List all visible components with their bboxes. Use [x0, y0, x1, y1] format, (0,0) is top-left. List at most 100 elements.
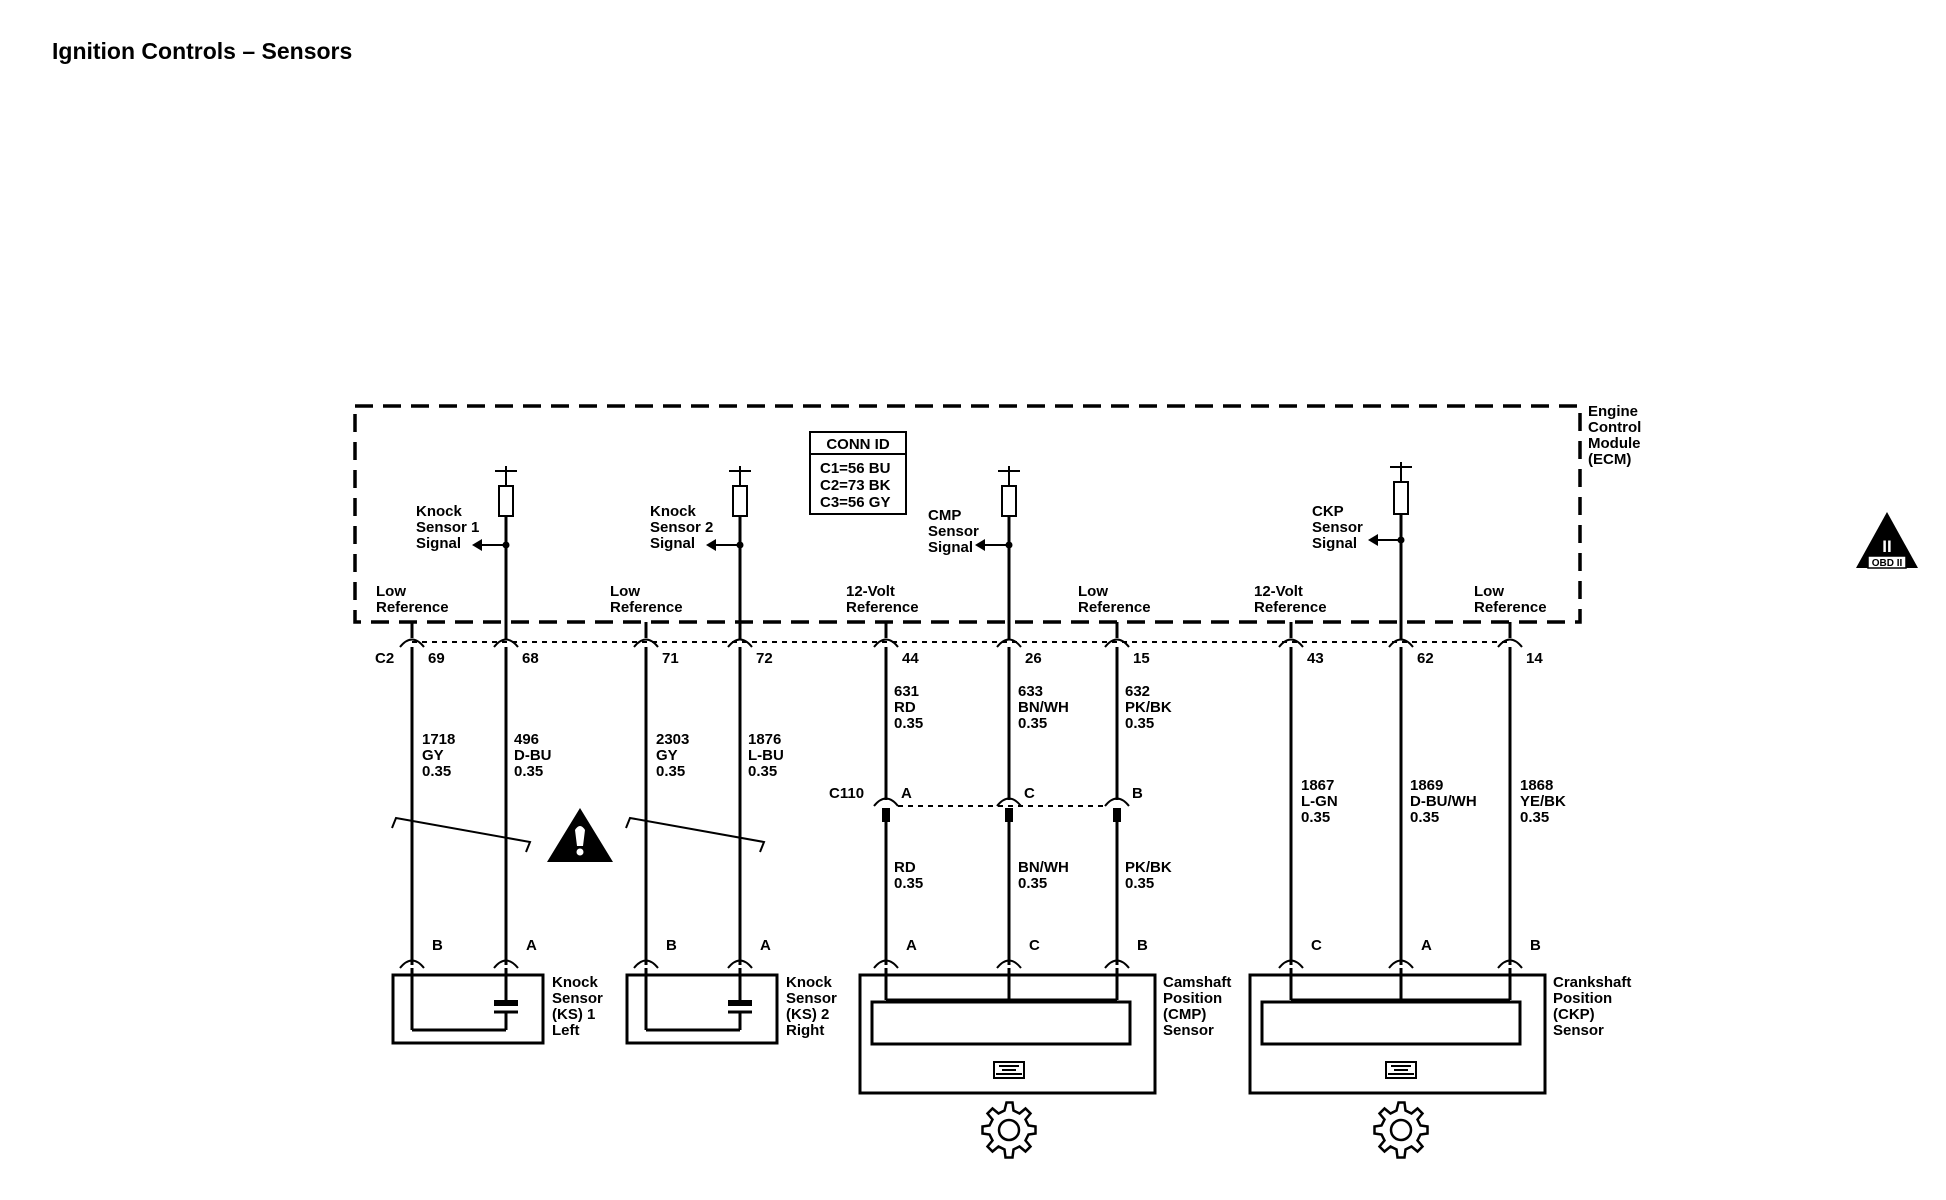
cmp-label: Camshaft Position (CMP) Sensor [1163, 974, 1231, 1039]
svg-text:Knock: Knock [786, 974, 833, 991]
svg-text:Right: Right [786, 1022, 824, 1039]
svg-text:Knock: Knock [416, 503, 463, 520]
cmp-wires [873, 647, 1130, 965]
wire-labels-lower: RD 0.35 BN/WH 0.35 PK/BK 0.35 [894, 859, 1172, 892]
svg-text:Knock: Knock [552, 974, 599, 991]
svg-text:A: A [1421, 937, 1432, 954]
svg-text:2303: 2303 [656, 731, 689, 748]
svg-text:Sensor 2: Sensor 2 [650, 519, 713, 536]
svg-text:Reference: Reference [1474, 599, 1547, 616]
svg-text:Signal: Signal [928, 539, 973, 556]
svg-text:Sensor: Sensor [786, 990, 837, 1007]
fuse-icon [706, 466, 751, 640]
svg-text:OBD II: OBD II [1872, 558, 1903, 569]
svg-text:1876: 1876 [748, 731, 781, 748]
wire-labels-upper: 1718 GY 0.35 496 D-BU 0.35 2303 GY 0.35 … [422, 683, 1566, 826]
svg-text:C: C [1024, 785, 1035, 802]
svg-text:Knock: Knock [650, 503, 697, 520]
conn-id-box: CONN ID C1=56 BU C2=73 BK C3=56 GY [809, 431, 907, 515]
svg-text:Reference: Reference [846, 599, 919, 616]
svg-text:Left: Left [552, 1022, 580, 1039]
12v-reference-label: 12-Volt Reference [846, 583, 919, 616]
svg-text:BN/WH: BN/WH [1018, 699, 1069, 716]
svg-text:C: C [1029, 937, 1040, 954]
svg-text:Reference: Reference [1254, 599, 1327, 616]
ks1-label: Knock Sensor (KS) 1 Left [552, 974, 603, 1039]
ckp-wires [1289, 647, 1512, 965]
svg-text:1867: 1867 [1301, 777, 1334, 794]
c2-pin-labels: 69 68 71 72 44 26 15 43 62 14 [428, 650, 1543, 667]
svg-text:B: B [1132, 785, 1143, 802]
svg-text:Reference: Reference [376, 599, 449, 616]
ks2-label: Knock Sensor (KS) 2 Right [786, 974, 837, 1039]
svg-text:0.35: 0.35 [894, 875, 923, 892]
ckp-label: Crankshaft Position (CKP) Sensor [1553, 974, 1631, 1039]
svg-text:26: 26 [1025, 650, 1042, 667]
ckp-signal-label: CKP Sensor Signal [1312, 503, 1363, 552]
svg-text:0.35: 0.35 [1520, 809, 1549, 826]
gear-icon [981, 1101, 1037, 1159]
svg-text:44: 44 [902, 650, 919, 667]
svg-text:Control: Control [1588, 419, 1641, 436]
svg-text:B: B [1137, 937, 1148, 954]
ckp-sensor [1248, 968, 1547, 1095]
svg-text:12-Volt: 12-Volt [846, 583, 895, 600]
svg-text:71: 71 [662, 650, 679, 667]
svg-text:(CKP): (CKP) [1553, 1006, 1595, 1023]
svg-text:CONN ID: CONN ID [826, 436, 890, 453]
svg-text:631: 631 [894, 683, 919, 700]
svg-text:C: C [1311, 937, 1322, 954]
svg-text:15: 15 [1133, 650, 1150, 667]
svg-text:A: A [901, 785, 912, 802]
svg-text:1868: 1868 [1520, 777, 1553, 794]
svg-text:0.35: 0.35 [422, 763, 451, 780]
svg-text:CKP: CKP [1312, 503, 1344, 520]
svg-text:496: 496 [514, 731, 539, 748]
svg-text:Engine: Engine [1588, 403, 1638, 420]
ground-icon [993, 1061, 1025, 1079]
svg-text:Sensor: Sensor [1312, 519, 1363, 536]
svg-text:0.35: 0.35 [1125, 875, 1154, 892]
svg-text:Position: Position [1553, 990, 1612, 1007]
arrow-left-icon [975, 539, 985, 551]
svg-text:D-BU/WH: D-BU/WH [1410, 793, 1477, 810]
svg-text:0.35: 0.35 [1018, 715, 1047, 732]
svg-text:D-BU: D-BU [514, 747, 552, 764]
svg-text:B: B [432, 937, 443, 954]
cmp-sensor [858, 968, 1157, 1095]
ks2-signal-label: Knock Sensor 2 Signal [650, 503, 713, 552]
svg-text:0.35: 0.35 [1301, 809, 1330, 826]
svg-text:A: A [760, 937, 771, 954]
svg-text:Camshaft: Camshaft [1163, 974, 1231, 991]
c2-terminals [399, 622, 1523, 648]
svg-text:62: 62 [1417, 650, 1434, 667]
svg-text:0.35: 0.35 [894, 715, 923, 732]
svg-text:B: B [666, 937, 677, 954]
svg-text:43: 43 [1307, 650, 1324, 667]
svg-text:12-Volt: 12-Volt [1254, 583, 1303, 600]
c110-label: C110 [829, 785, 864, 802]
sensor-terminals [399, 959, 1523, 969]
c2-label: C2 [375, 650, 394, 667]
svg-text:Low: Low [610, 583, 640, 600]
svg-text:Signal: Signal [416, 535, 461, 552]
svg-text:Sensor: Sensor [928, 523, 979, 540]
svg-text:Low: Low [1078, 583, 1108, 600]
svg-text:Module: Module [1588, 435, 1641, 452]
page-title: Ignition Controls – Sensors [52, 38, 353, 64]
svg-text:C2=73 BK: C2=73 BK [820, 477, 891, 494]
svg-text:68: 68 [522, 650, 539, 667]
svg-text:Low: Low [376, 583, 406, 600]
svg-text:(KS) 1: (KS) 1 [552, 1006, 595, 1023]
ground-icon [1385, 1061, 1417, 1079]
svg-text:Reference: Reference [610, 599, 683, 616]
svg-text:(ECM): (ECM) [1588, 451, 1631, 468]
svg-text:(KS) 2: (KS) 2 [786, 1006, 829, 1023]
svg-text:GY: GY [656, 747, 678, 764]
svg-text:1718: 1718 [422, 731, 455, 748]
low-reference-label: Low Reference [610, 583, 683, 616]
warning-icon [547, 808, 613, 862]
sensor-pin-labels: B A B A A C B C A B [432, 937, 1541, 954]
svg-text:0.35: 0.35 [1018, 875, 1047, 892]
